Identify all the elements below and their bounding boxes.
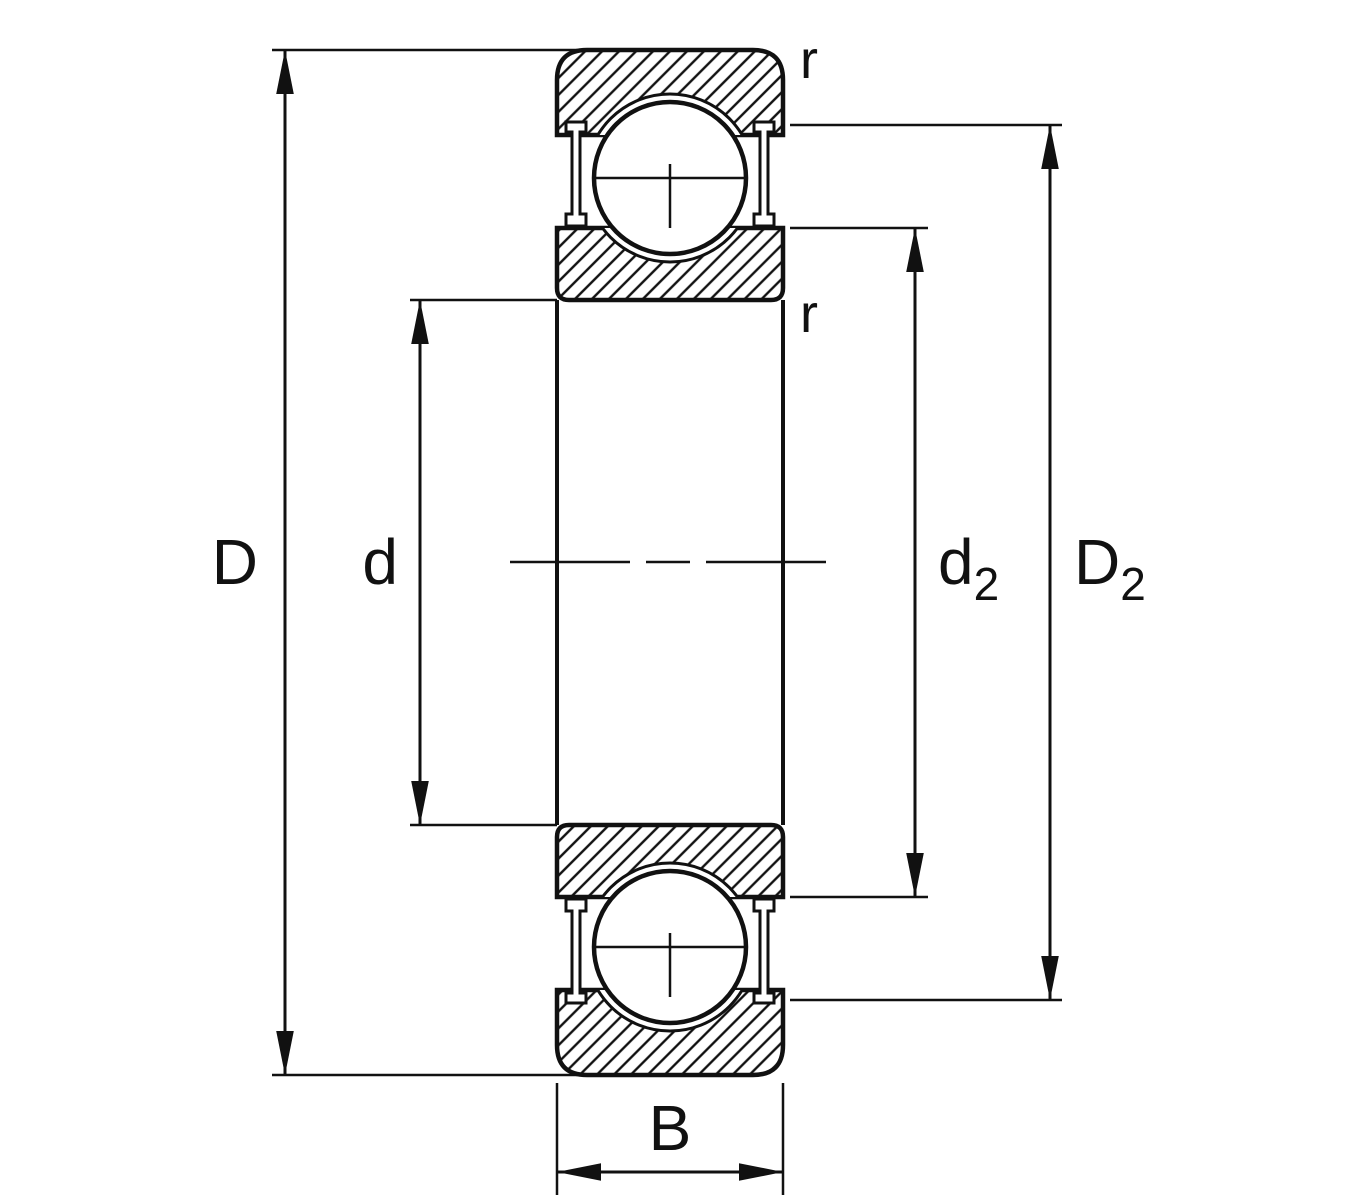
bearing-bottom-section: [554, 822, 786, 1078]
label-B: B: [649, 1092, 692, 1164]
outer-raceway-bottom: [584, 990, 756, 1033]
outer-raceway-top: [584, 92, 756, 135]
dimension-d: d: [362, 298, 557, 827]
inner-raceway-top: [584, 228, 756, 264]
label-r-top: r: [800, 30, 818, 90]
dimension-D2: D2: [790, 123, 1146, 1002]
dimension-d2: d2: [790, 226, 999, 899]
dimension-B: B: [555, 1083, 785, 1195]
shield-right-bottom: [752, 897, 776, 1005]
shield-right-top: [752, 120, 776, 228]
label-r-mid: r: [800, 284, 818, 344]
inner-ring-top: [554, 225, 786, 303]
label-D: D: [212, 526, 258, 598]
label-d: d: [362, 526, 398, 598]
bearing-top-section: [554, 47, 786, 303]
shield-left-top: [564, 120, 588, 228]
label-D2: D2: [1074, 526, 1146, 610]
shield-left-bottom: [564, 897, 588, 1005]
dimension-D: D: [212, 48, 580, 1077]
inner-raceway-bottom: [584, 861, 756, 897]
label-d2: d2: [938, 526, 999, 610]
inner-ring-bottom: [554, 822, 786, 900]
